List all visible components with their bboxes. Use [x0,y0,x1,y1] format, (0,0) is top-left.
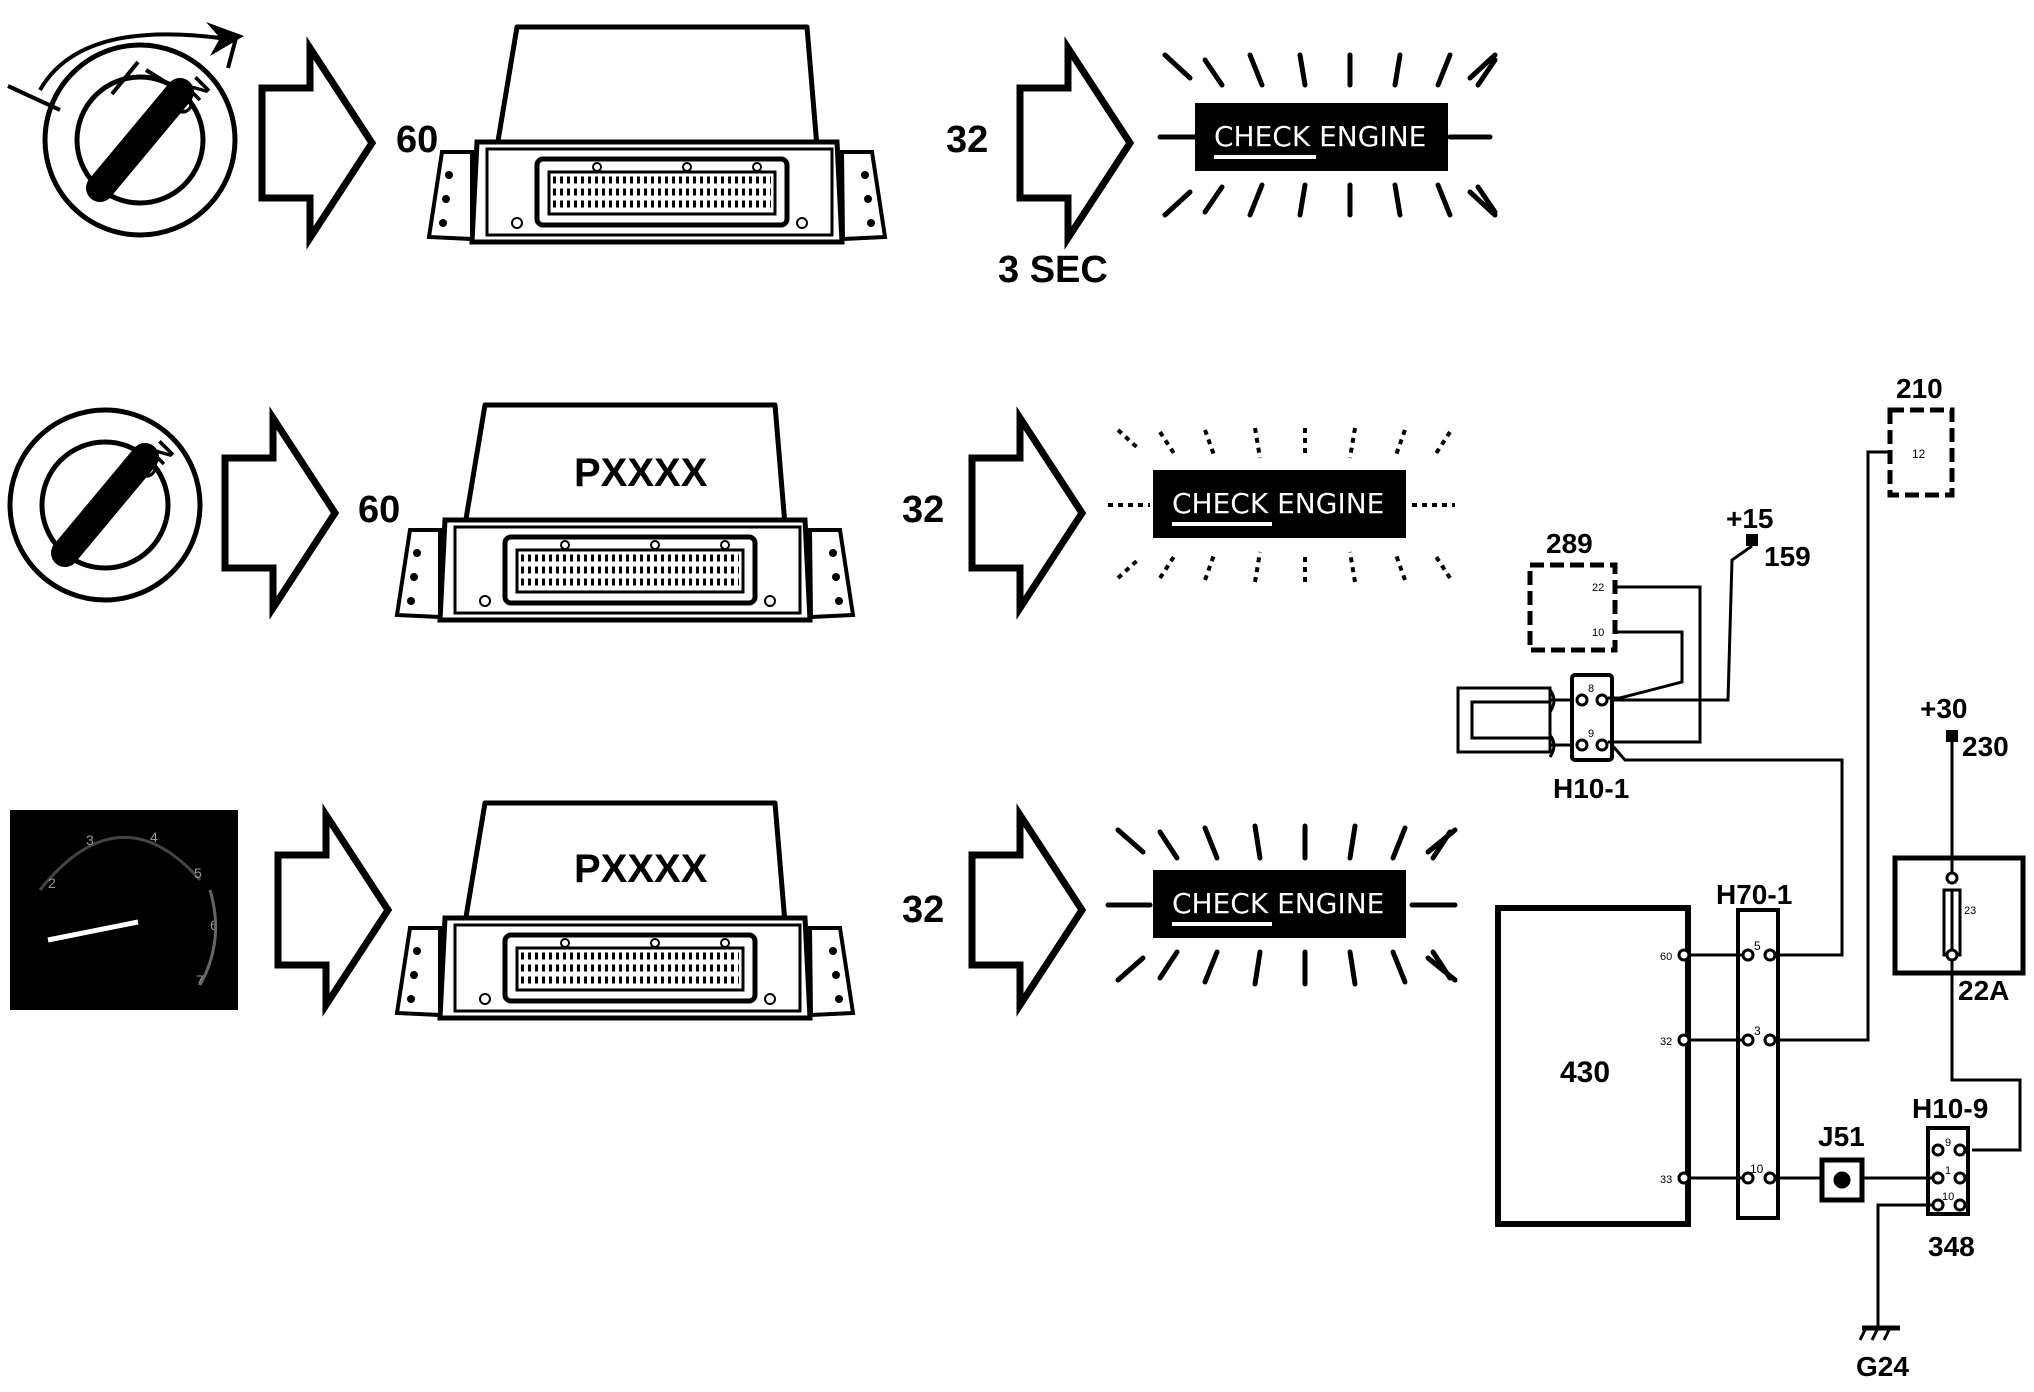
label-h10-1-pin8: 8 [1588,683,1594,695]
label-ecm-pin60: 60 [1660,951,1672,963]
row3-check-engine-lamp: CHECK ENGINE [1105,823,1458,987]
tach-num-3: 3 [86,832,94,848]
row1-lamp-text: CHECK ENGINE [1214,120,1426,153]
connector-22a [1892,855,2026,976]
row2-arrow-2-icon [972,418,1082,608]
tach-num-4: 4 [150,829,158,845]
row1-ignition-switch-icon: ON [7,22,244,235]
row1-sequence: ON 60 32 3 SEC CHECK ENGINE [7,22,1498,291]
row2-ecu-icon [397,405,853,620]
row3-ecu-icon [397,803,853,1018]
connector-h70-1 [1736,908,1780,1220]
row2-lamp-text: CHECK ENGINE [1172,487,1384,520]
tach-num-7: 7 [196,972,204,988]
label-h10-9-pin9: 9 [1945,1137,1951,1149]
connector-h10-9 [1926,1126,1970,1216]
label-289-pin22: 22 [1592,582,1604,594]
label-h70-1: H70-1 [1716,879,1792,910]
row1-pin-out: 32 [946,119,988,161]
row1-ecu-icon [429,27,885,242]
row1-delay: 3 SEC [998,249,1108,291]
row3-lamp-text: CHECK ENGINE [1172,887,1384,920]
row3-pin-out: 32 [902,889,944,931]
label-h70-pin5: 5 [1754,939,1761,953]
label-h10-1-pin9: 9 [1588,728,1594,740]
label-h10-9: H10-9 [1912,1093,1988,1124]
label-210: 210 [1896,373,1943,404]
row2-ignition-switch-icon: ON [10,410,200,600]
label-h10-9-pin10: 10 [1942,1191,1954,1203]
label-230: 230 [1962,731,2009,762]
connector-j51 [1819,1157,1865,1203]
wiring-schematic [1456,407,2026,1341]
label-289-pin10: 10 [1592,627,1604,639]
tach-num-5: 5 [194,865,202,881]
label-g24: G24 [1856,1351,1909,1382]
label-fuse-pin: 23 [1964,905,1976,917]
label-159: 159 [1764,541,1811,572]
label-348: 348 [1928,1231,1975,1262]
label-j51: J51 [1818,1121,1865,1152]
label-h70-pin10: 10 [1750,1162,1764,1176]
schematic-labels: 210 12 +15 159 289 22 10 8 9 H10-1 +30 2… [1546,373,2009,1382]
label-ecm-pin33: 33 [1660,1174,1672,1186]
tach-num-2: 2 [48,875,56,891]
label-h10-9-pin1: 1 [1945,1165,1951,1177]
row2-arrow-1-icon [225,418,335,608]
row3-code: PXXXX [574,847,708,891]
row2-sequence: ON 60 PXXXX 32 CHECK ENGINE [10,405,1455,620]
row1-check-engine-lamp: CHECK ENGINE [1157,52,1498,218]
label-h10-1: H10-1 [1553,773,1629,804]
label-430: 430 [1560,1056,1610,1089]
ecm-430 [1495,905,1691,1227]
row3-arrow-1-icon [278,815,388,1005]
label-plus15: +15 [1726,503,1774,534]
row3-arrow-2-icon [972,815,1082,1005]
tach-num-6: 6 [210,917,218,933]
connector-289 [1527,562,1618,653]
label-22a: 22A [1958,975,2009,1006]
label-plus30: +30 [1920,693,1968,724]
row1-pin-in: 60 [396,119,438,161]
row1-arrow-1-icon [262,48,372,238]
label-ecm-pin32: 32 [1660,1036,1672,1048]
row3-sequence: 2 3 4 5 6 7 PXXXX 32 [10,803,1458,1018]
label-289: 289 [1546,528,1593,559]
row2-pin-in: 60 [358,489,400,531]
row2-code: PXXXX [574,451,708,495]
row2-check-engine-lamp: CHECK ENGINE [1108,427,1455,583]
row1-arrow-2-icon [1020,48,1130,238]
row2-pin-out: 32 [902,489,944,531]
connector-h10-1 [1570,673,1614,762]
row3-tachometer-icon: 2 3 4 5 6 7 [10,810,238,1010]
label-h70-pin3: 3 [1754,1024,1761,1038]
label-210-pin: 12 [1912,447,1926,461]
